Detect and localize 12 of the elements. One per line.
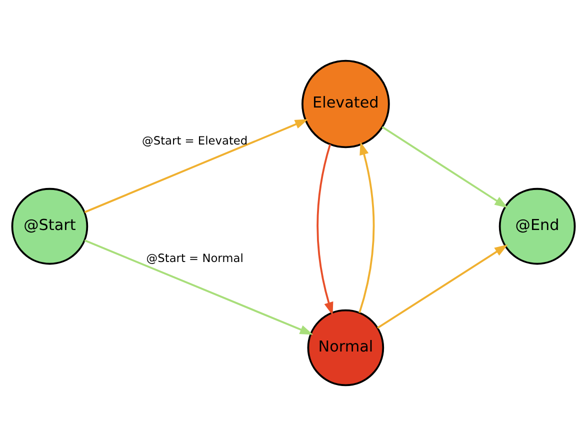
node-circle: Elevated: [302, 59, 390, 148]
edge-label: @Start = Elevated: [142, 132, 248, 147]
arrow: [358, 141, 375, 313]
arrow: [377, 244, 508, 328]
arrow: [84, 118, 308, 213]
node-circle: @Start: [11, 187, 88, 264]
node-circle: @End: [498, 187, 576, 264]
arrow: [382, 126, 508, 208]
arrow: [316, 144, 334, 315]
node-circle: Normal: [307, 308, 384, 386]
arrow: [84, 239, 314, 334]
edge-label: @Start = Normal: [146, 250, 244, 264]
